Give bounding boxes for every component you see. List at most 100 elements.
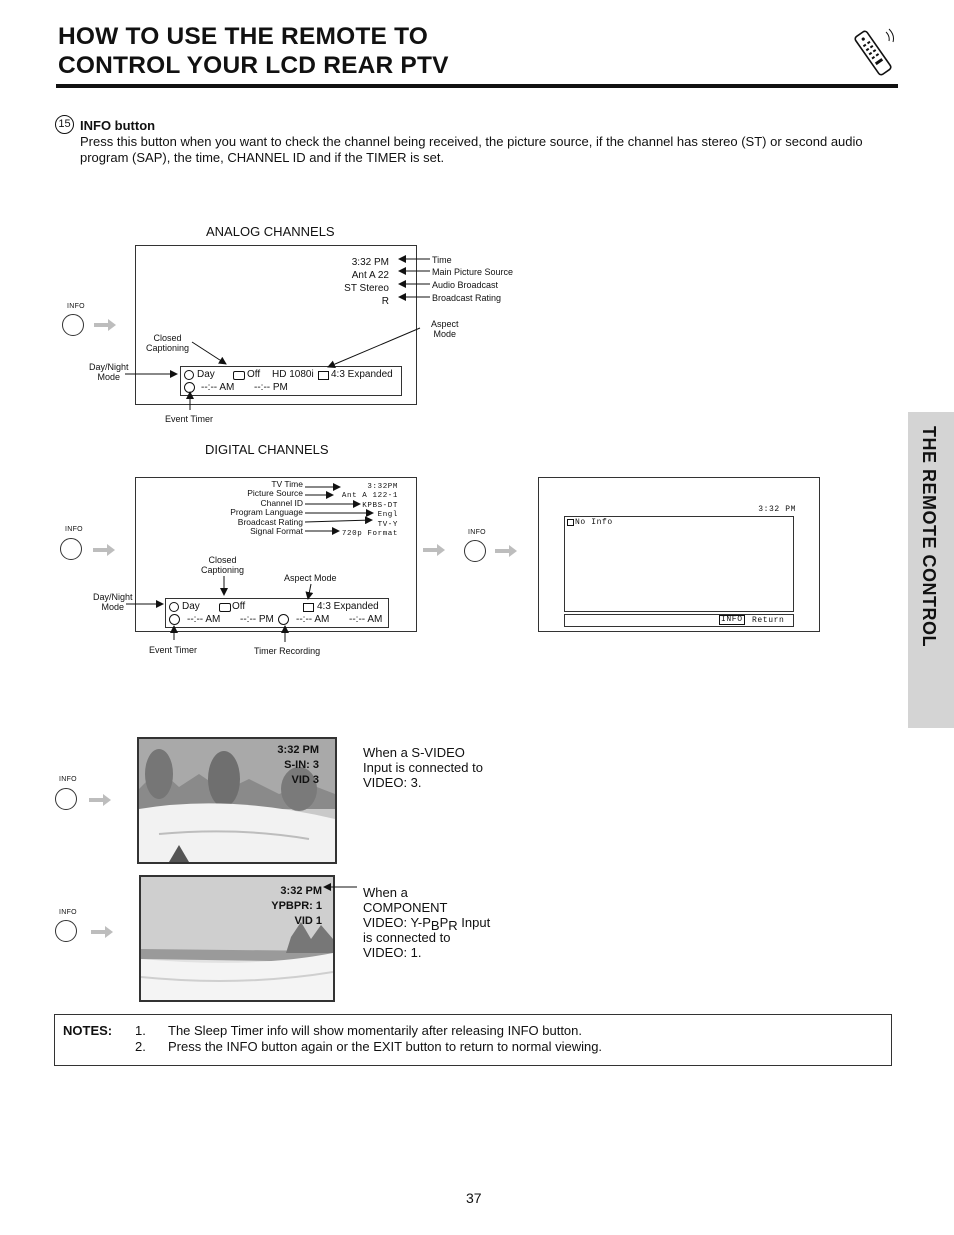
noinfo-panel: No Info	[564, 516, 794, 612]
component-caption-3a: VIDEO: Y-P	[363, 915, 431, 930]
digital-label-rating: Broadcast Rating	[237, 516, 303, 527]
gray-arrow-icon	[91, 926, 113, 938]
digital-label-source: Picture Source	[247, 488, 303, 499]
svideo-caption-line3: VIDEO: 3.	[363, 775, 422, 790]
analog-osd-lines: 3:32 PM Ant A 22 ST Stereo R	[344, 256, 389, 308]
page-title: HOW TO USE THE REMOTE TO CONTROL YOUR LC…	[58, 22, 449, 80]
snow-forest-image	[139, 739, 335, 862]
component-caption-line5: VIDEO: 1.	[363, 945, 422, 960]
digital-bar-t1: --:-- AM	[187, 614, 221, 625]
digital-values: 3:32PM Ant A 122-1 KPBS-DT Engl TV-Y 720…	[342, 483, 398, 539]
svideo-osd: 3:32 PM S-IN: 3 VID 3	[277, 743, 319, 788]
digital-callout-daynight-line1: Day/Night	[93, 592, 133, 602]
info-button-2[interactable]	[60, 538, 82, 560]
noinfo-key: INFO	[719, 615, 745, 625]
component-caption-3c: P	[439, 915, 449, 930]
digital-value-language: Engl	[377, 511, 398, 520]
component-caption-line4: is connected to	[363, 930, 451, 945]
callout-main-source: Main Picture Source	[432, 267, 514, 277]
info-button-3[interactable]	[464, 540, 486, 562]
digital-screen: TV Time Picture Source Channel ID Progra…	[135, 477, 417, 632]
analog-bar-timer-am: --:-- AM	[201, 382, 235, 393]
digital-bar-t3: --:-- AM	[296, 614, 330, 625]
component-osd-video: VID 1	[294, 915, 322, 927]
digital-callout-cc: Closed Captioning	[201, 555, 244, 575]
component-caption-line1: When a	[363, 885, 408, 900]
info-box-icon	[567, 519, 574, 526]
digital-callout-timer-recording: Timer Recording	[254, 646, 321, 656]
info-label-5: INFO	[59, 909, 77, 916]
analog-bar-format: HD 1080i	[272, 369, 314, 380]
info-button-1[interactable]	[62, 314, 84, 336]
component-caption-line2: COMPONENT	[363, 900, 448, 915]
digital-value-rating: TV-Y	[377, 520, 398, 529]
info-label-1: INFO	[67, 303, 85, 310]
snow-beach-image	[141, 877, 333, 1000]
note-text: Press the INFO button again or the EXIT …	[168, 1039, 603, 1054]
digital-label-tv-time: TV Time	[271, 479, 303, 489]
digital-callout-cc-line1: Closed	[208, 555, 237, 565]
noinfo-time: 3:32 PM	[758, 505, 796, 514]
svideo-osd-video: VID 3	[291, 774, 319, 786]
callout-event-timer: Event Timer	[165, 414, 214, 424]
component-osd-input: YPBPR: 1	[271, 900, 322, 912]
analog-bar-timer-pm: --:-- PM	[254, 382, 288, 393]
cc-icon	[233, 371, 245, 380]
page-title-line1: HOW TO USE THE REMOTE TO	[58, 23, 429, 50]
info-button-5[interactable]	[55, 920, 77, 942]
svideo-photo: 3:32 PM S-IN: 3 VID 3	[137, 737, 337, 864]
analog-screen: 3:32 PM Ant A 22 ST Stereo R Day Off HD …	[135, 245, 417, 405]
day-night-icon	[184, 370, 194, 380]
noinfo-message: No Info	[575, 518, 613, 527]
callout-daynight-line1: Day/Night	[89, 362, 129, 372]
note-item: 1.The Sleep Timer info will show momenta…	[135, 1023, 582, 1038]
side-tab-label: THE REMOTE CONTROL	[919, 426, 939, 647]
digital-heading: DIGITAL CHANNELS	[205, 442, 329, 457]
svideo-caption-line1: When a S-VIDEO	[363, 745, 465, 760]
component-osd: 3:32 PM YPBPR: 1 VID 1	[271, 884, 322, 929]
digital-value-format: 720p Format	[341, 530, 398, 539]
svideo-caption: When a S-VIDEO Input is connected to VID…	[363, 745, 483, 790]
analog-bar-aspect: 4:3 Expanded	[331, 369, 393, 380]
aspect-icon	[303, 603, 314, 612]
day-night-icon	[169, 602, 179, 612]
info-button-4[interactable]	[55, 788, 77, 810]
note-number: 1.	[135, 1023, 146, 1038]
callout-cc: Closed Captioning	[146, 333, 189, 353]
digital-value-channel-id: KPBS-DT	[362, 501, 398, 510]
component-osd-time: 3:32 PM	[280, 885, 322, 897]
digital-bar-aspect: 4:3 Expanded	[317, 601, 379, 612]
gray-arrow-icon	[89, 794, 111, 806]
svideo-osd-input: S-IN: 3	[284, 759, 319, 771]
noinfo-screen: 3:32 PM No Info INFO Return	[538, 477, 820, 632]
note-number: 2.	[135, 1039, 146, 1054]
digital-callout-cc-line2: Captioning	[201, 565, 245, 575]
callout-cc-line2: Captioning	[146, 343, 190, 353]
info-label-3: INFO	[468, 529, 486, 536]
digital-bar-day: Day	[182, 601, 200, 612]
component-caption-3b: B	[430, 918, 440, 933]
analog-osd-audio: ST Stereo	[344, 283, 389, 294]
digital-bar-t4: --:-- AM	[349, 614, 383, 625]
component-caption-3d: R	[448, 918, 458, 933]
gray-arrow-icon	[93, 544, 115, 556]
aspect-icon	[318, 371, 329, 380]
noinfo-action[interactable]: Return	[752, 616, 785, 625]
digital-info-bar: Day Off 4:3 Expanded --:-- AM --:-- PM -…	[165, 598, 389, 628]
noinfo-footer: INFO Return	[564, 614, 794, 627]
gray-arrow-icon	[423, 544, 445, 556]
digital-callout-event-timer: Event Timer	[149, 645, 198, 655]
analog-info-bar: Day Off HD 1080i 4:3 Expanded --:-- AM -…	[180, 366, 402, 396]
callout-audio: Audio Broadcast	[432, 280, 499, 290]
analog-heading: ANALOG CHANNELS	[206, 224, 335, 239]
digital-label-language: Program Language	[230, 507, 303, 518]
clock-icon	[169, 614, 180, 625]
callout-daynight-line2: Mode	[97, 372, 121, 382]
notes-box: NOTES: 1.The Sleep Timer info will show …	[54, 1014, 892, 1066]
callout-cc-line1: Closed	[153, 333, 182, 343]
page-number: 37	[466, 1190, 482, 1206]
digital-callout-daynight: Day/Night Mode	[93, 592, 133, 612]
cc-icon	[219, 603, 231, 612]
